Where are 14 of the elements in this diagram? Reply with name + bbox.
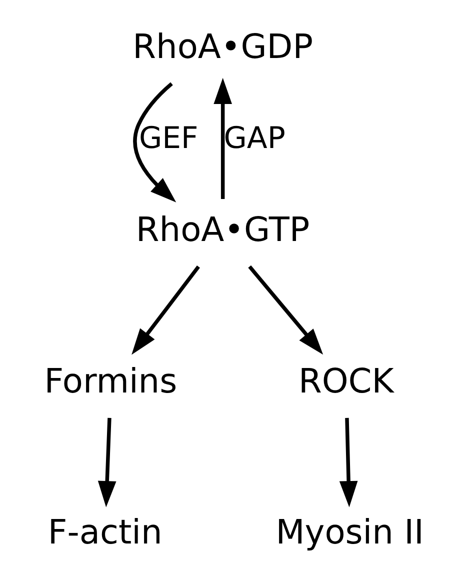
arrow <box>97 418 116 508</box>
edge-label: GAP <box>223 121 285 156</box>
arrow <box>213 78 232 200</box>
node-text: Myosin II <box>275 512 424 552</box>
node-text: ROCK <box>298 361 394 400</box>
arrow <box>248 265 323 355</box>
node-text: Formins <box>44 361 177 400</box>
node-text: RhoA•GDP <box>132 26 312 66</box>
arrow <box>131 265 200 355</box>
arrow <box>132 82 176 202</box>
node-text: RhoA•GTP <box>135 210 310 249</box>
node-text: F-actin <box>47 512 162 552</box>
edge-label: GEF <box>138 121 198 156</box>
arrow <box>338 418 358 508</box>
